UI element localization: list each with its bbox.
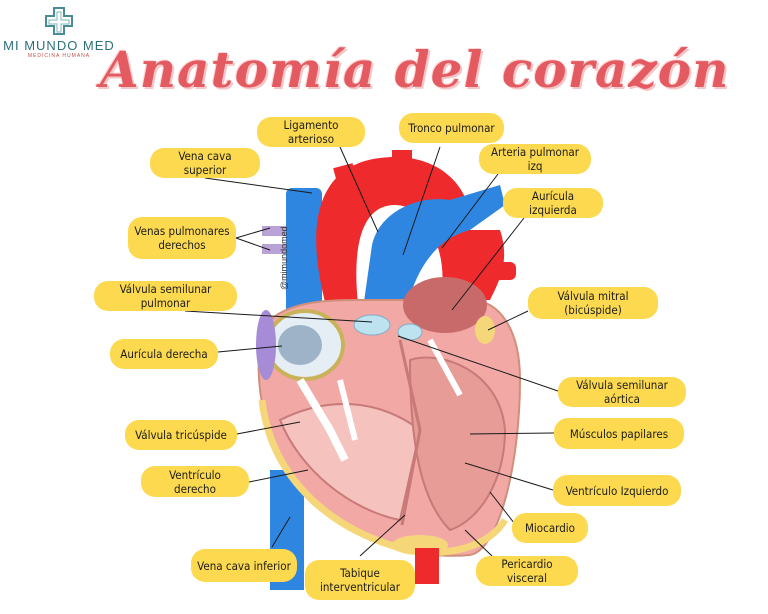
medical-cross-icon — [45, 7, 73, 35]
label-musculos-papilares: Músculos papilares — [554, 418, 684, 449]
leader-line — [248, 469, 309, 483]
leader-line — [451, 217, 525, 311]
pulmonary-valve-shape — [353, 314, 391, 336]
brand-name: MI MUNDO MED — [3, 38, 115, 53]
superior-vena-cava-shape — [286, 188, 322, 328]
label-venas-pulmonares-derechos: Venas pulmonares derechos — [128, 217, 236, 259]
leader-line — [402, 146, 441, 256]
leader-lines — [184, 146, 559, 557]
label-tronco-pulmonar: Tronco pulmonar — [399, 113, 504, 143]
pulmonary-vein-shape — [262, 226, 286, 236]
pulmonary-vein-shape — [262, 244, 286, 254]
label-ventriculo-derecho: Ventrículo derecho — [141, 466, 249, 497]
label-valvula-tricuspide: Válvula tricúspide — [125, 420, 237, 450]
label-auricula-izquierda: Aurícula izquierda — [503, 188, 603, 218]
leader-line — [487, 310, 529, 331]
label-arteria-pulmonar-izq: Arteria pulmonar izq — [479, 144, 591, 174]
leader-line — [271, 516, 291, 548]
leader-line — [464, 529, 493, 557]
leader-line — [236, 421, 301, 435]
left-atrium-shape — [403, 277, 487, 333]
watermark-text: @mimundomed — [279, 226, 289, 290]
left-ventricle-shape — [408, 356, 507, 532]
leader-line — [397, 335, 559, 392]
leader-line — [235, 227, 271, 239]
leader-line — [359, 514, 406, 557]
leader-line — [217, 345, 283, 353]
leader-line — [204, 177, 313, 194]
label-tabique-interventricular: Tabique interventricular — [305, 560, 415, 600]
label-valvula-semilunar-aortica: Válvula semilunar aórtica — [558, 377, 686, 407]
leader-line — [184, 310, 373, 323]
label-vena-cava-inferior: Vena cava inferior — [191, 549, 297, 582]
page-title: Anatomía del corazón — [100, 40, 730, 99]
label-vena-cava-superior: Vena cava superior — [150, 148, 260, 178]
label-valvula-semilunar-pulmonar: Válvula semilunar pulmonar — [94, 281, 237, 311]
leader-line — [339, 146, 379, 233]
label-pericardio-visceral: Pericardio visceral — [476, 556, 578, 586]
leader-line — [441, 173, 499, 249]
pulmonary-trunk-shape — [360, 185, 505, 330]
label-auricula-derecha: Aurícula derecha — [110, 339, 218, 369]
label-miocardio: Miocardio — [512, 513, 588, 543]
label-ventriculo-izquierdo: Ventrículo Izquierdo — [553, 475, 681, 506]
leader-line — [464, 462, 554, 491]
label-ligamento-arterioso: Ligamento arterioso — [257, 117, 365, 147]
leader-line — [469, 432, 555, 435]
label-valvula-mitral: Válvula mitral (bicúspide) — [528, 287, 658, 319]
leader-line — [235, 237, 271, 251]
brand-logo: MI MUNDO MED MEDICINA HUMANA — [0, 6, 118, 66]
brand-tagline: MEDICINA HUMANA — [27, 53, 91, 59]
